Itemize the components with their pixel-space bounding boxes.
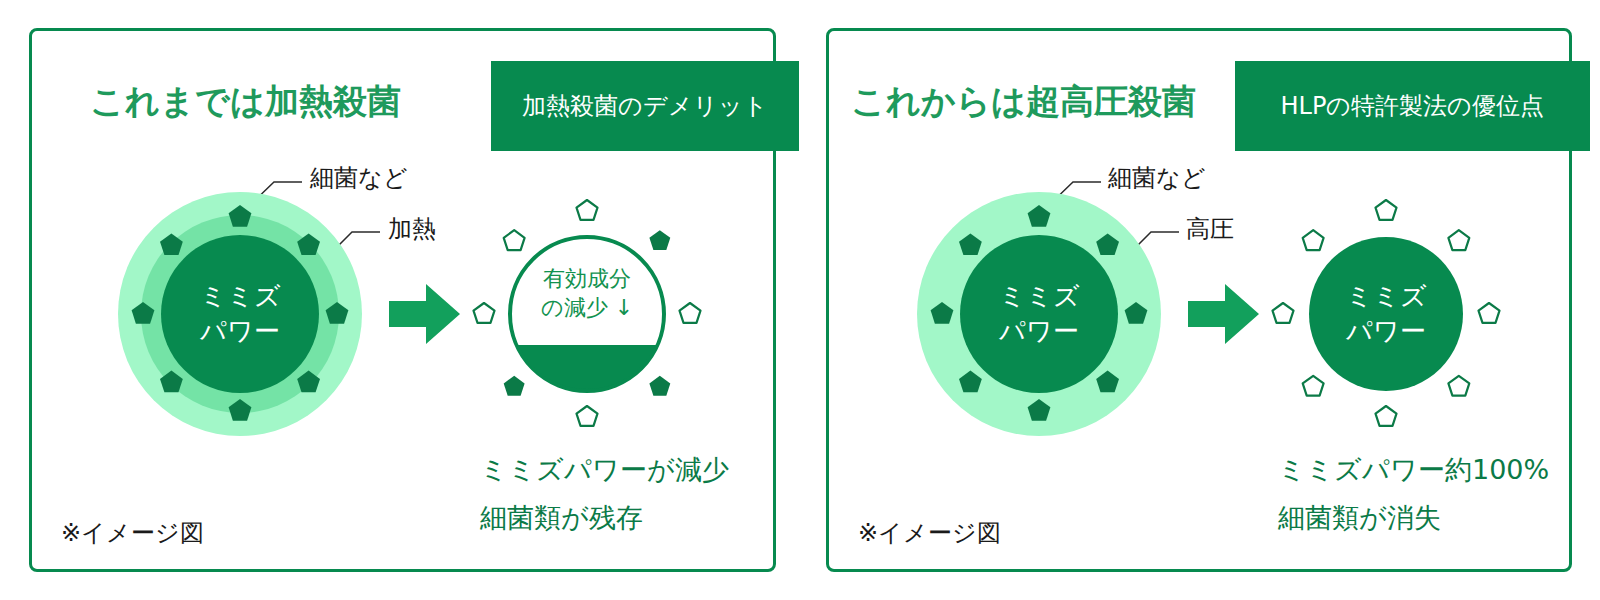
bacteria-mark [132, 302, 155, 324]
bacteria-mark [1303, 230, 1324, 250]
badge-text: HLPの特許製法の優位点 [1281, 90, 1545, 122]
badge-text: 加熱殺菌のデメリット [522, 90, 768, 122]
bacteria-mark [1125, 302, 1148, 324]
circle-shape [117, 191, 363, 437]
bacteria-mark [1479, 303, 1500, 323]
label-text: 細菌など [310, 164, 408, 193]
bacteria-mark [649, 376, 670, 396]
label-text: 細菌類が消失 [1278, 502, 1441, 534]
circle-shape [916, 191, 1162, 437]
bacteria-mark [1028, 399, 1051, 421]
label-text: ミミズパワー約100% [1278, 454, 1549, 486]
panel-title: これからは超高圧殺菌 [851, 81, 1196, 122]
label-text: 細菌類が残存 [480, 502, 643, 534]
bacteria-mark [297, 233, 320, 255]
bacteria-mark [1273, 303, 1294, 323]
label-text: ※イメージ図 [61, 519, 204, 548]
bacteria-mark [1376, 406, 1397, 426]
result-circle: ミミズ パワー [1271, 199, 1501, 429]
panel-title: これまでは加熱殺菌 [90, 81, 401, 122]
badge-box: 加熱殺菌のデメリット [491, 61, 799, 151]
bacteria-mark [577, 200, 598, 220]
block-arrow [1188, 284, 1259, 344]
bacteria-mark [160, 371, 183, 393]
panel: これからは超高圧殺菌 HLPの特許製法の優位点ミミズ パワー ミミズ パワー [826, 28, 1572, 572]
source-circle: ミミズ パワー [916, 191, 1162, 437]
label-text: 高圧 [1186, 215, 1234, 244]
bacteria-mark [297, 371, 320, 393]
label-text: ※イメージ図 [858, 519, 1001, 548]
circle-text: ミミズ パワー [987, 279, 1091, 349]
label-text: 細菌など [1108, 164, 1206, 193]
block-arrow [389, 284, 460, 344]
bacteria-mark [1376, 200, 1397, 220]
circle-text: ミミズ パワー [1334, 279, 1438, 349]
bacteria-mark [1303, 376, 1324, 396]
result-circle: 有効成分 の減少 ↓ [472, 199, 702, 429]
bacteria-mark [160, 233, 183, 255]
label-text: 加熱 [388, 215, 436, 244]
bacteria-mark [680, 303, 701, 323]
bacteria-mark [577, 406, 598, 426]
circle-shape [1271, 199, 1501, 429]
bacteria-mark [326, 302, 349, 324]
badge-box: HLPの特許製法の優位点 [1235, 61, 1590, 151]
bacteria-mark [931, 302, 954, 324]
panel: これまでは加熱殺菌 加熱殺菌のデメリットミミズ パワー 有効成分 の減少 ↓ [29, 28, 776, 572]
bacteria-mark [1028, 205, 1051, 227]
bacteria-mark [1096, 371, 1119, 393]
label-text: ミミズパワーが減少 [480, 454, 729, 486]
bacteria-mark [504, 376, 525, 396]
bacteria-mark [1448, 230, 1469, 250]
bacteria-mark [959, 233, 982, 255]
circle-text: 有効成分 の減少 ↓ [525, 265, 648, 322]
bacteria-mark [474, 303, 495, 323]
bacteria-mark [649, 230, 670, 250]
bacteria-mark [229, 205, 252, 227]
bacteria-mark [1448, 376, 1469, 396]
circle-text: ミミズ パワー [188, 279, 292, 349]
bacteria-mark [504, 230, 525, 250]
bacteria-mark [1096, 233, 1119, 255]
source-circle: ミミズ パワー [117, 191, 363, 437]
bacteria-mark [229, 399, 252, 421]
bacteria-mark [959, 371, 982, 393]
